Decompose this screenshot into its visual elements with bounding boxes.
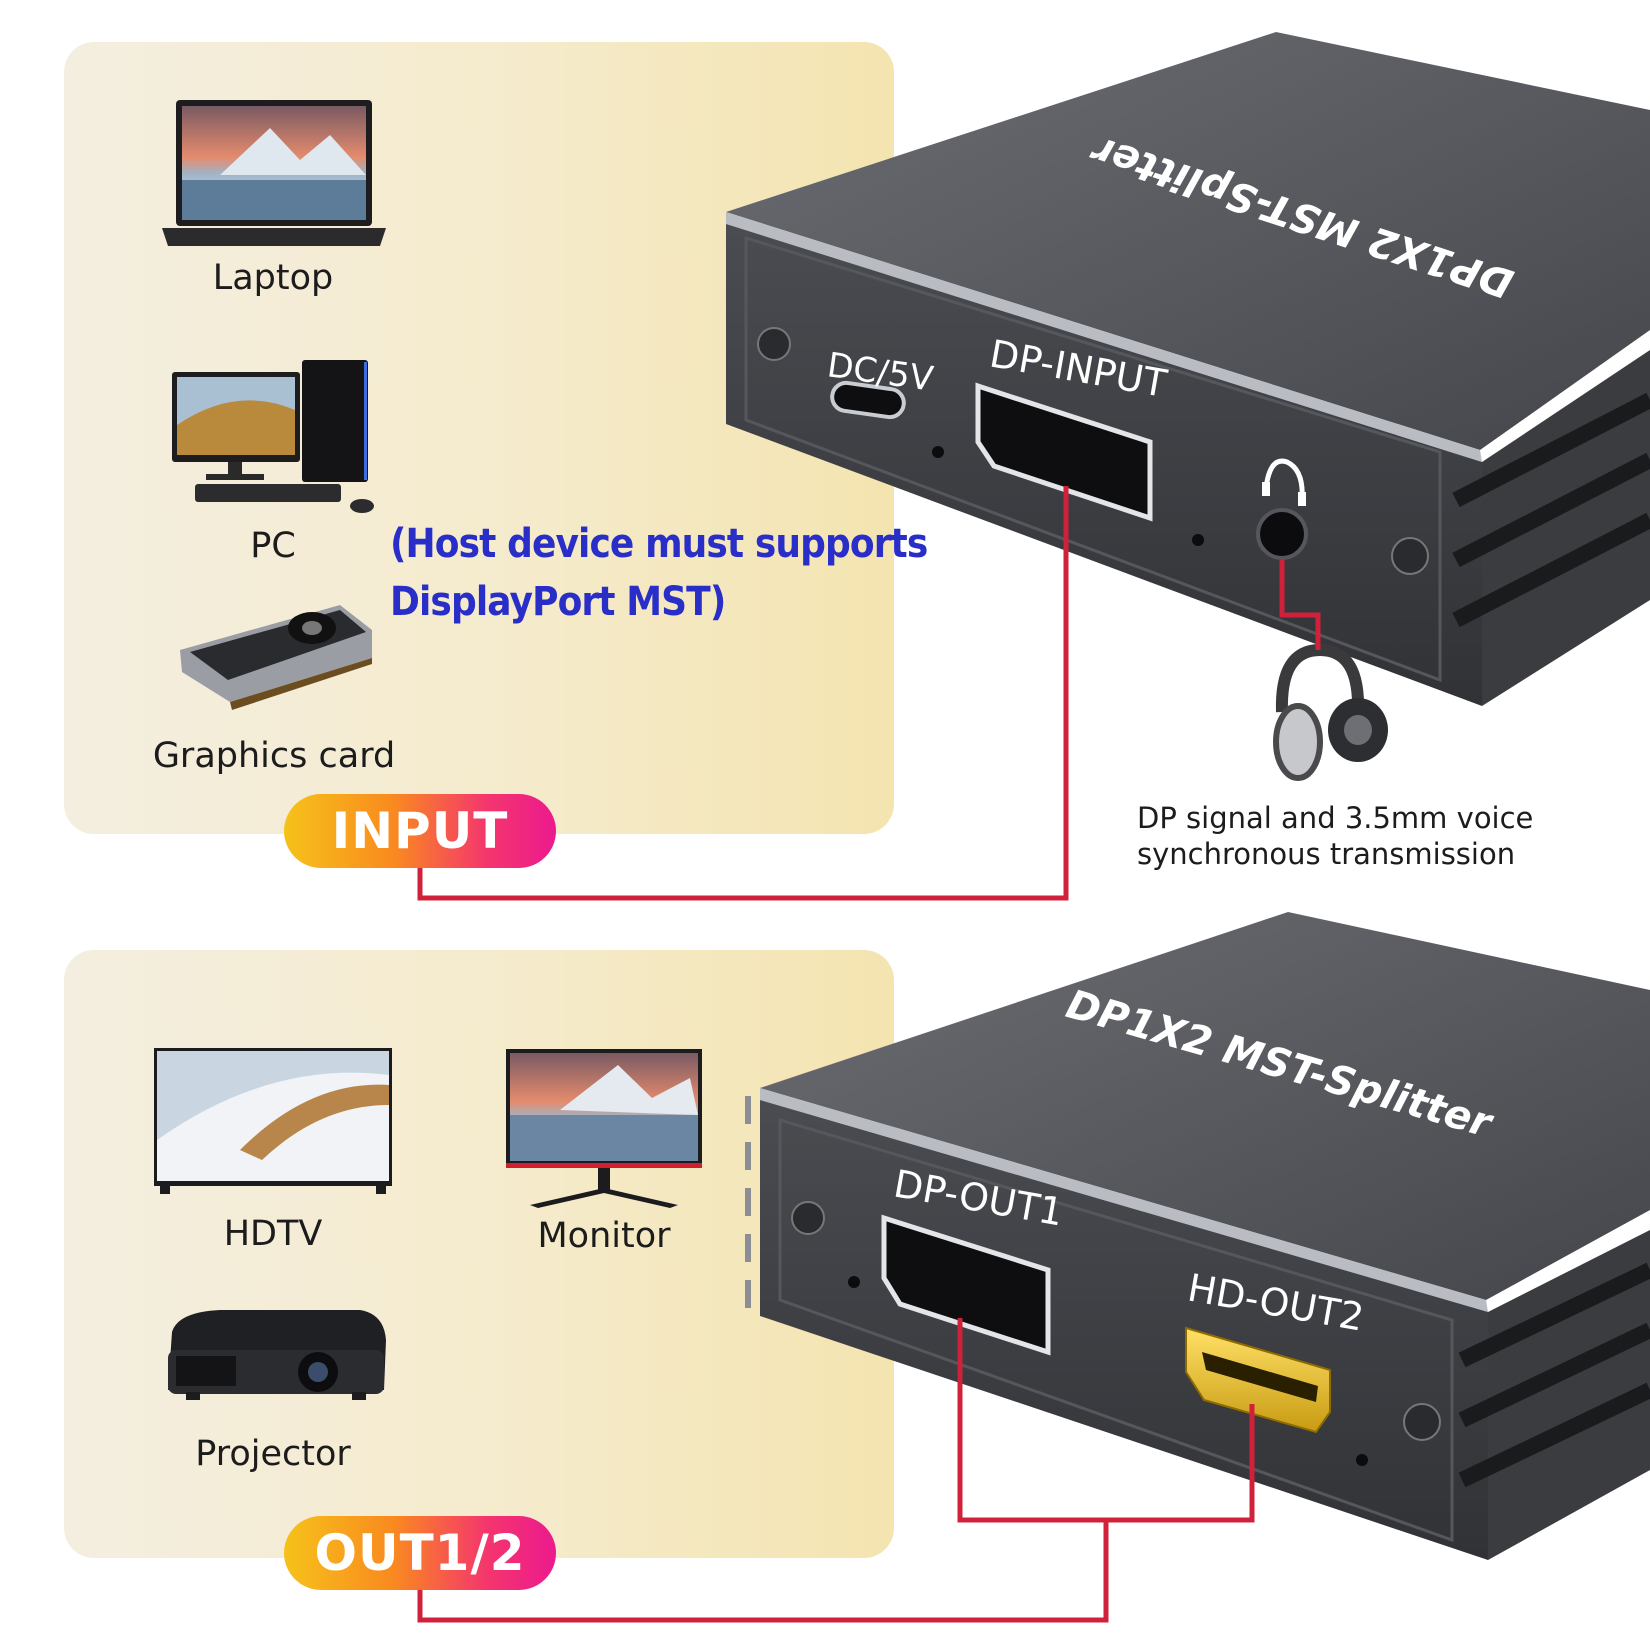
audio-caption: DP signal and 3.5mm voice synchronous tr… <box>1137 800 1533 872</box>
graphics-card-icon <box>180 605 372 710</box>
laptop-icon <box>162 100 386 246</box>
input-badge: INPUT <box>284 794 556 868</box>
device-label-graphics-card: Graphics card <box>152 736 396 776</box>
output-badge: OUT1/2 <box>284 1516 556 1590</box>
hdtv-icon <box>154 1048 392 1194</box>
note-line-2: DisplayPort MST) <box>390 579 726 625</box>
device-label-pc: PC <box>250 526 296 566</box>
audio-caption-line-1: DP signal and 3.5mm voice <box>1137 801 1534 835</box>
connector-lines <box>417 486 1321 1623</box>
device-label-projector: Projector <box>195 1434 351 1474</box>
mst-requirement-note: (Host device must supports DisplayPort M… <box>390 515 928 631</box>
note-line-1: (Host device must supports <box>390 521 928 567</box>
device-label-laptop: Laptop <box>212 258 334 298</box>
headphone-icon <box>1273 643 1388 781</box>
device-label-hdtv: HDTV <box>223 1214 323 1254</box>
audio-caption-line-2: synchronous transmission <box>1137 837 1516 871</box>
desktop-pc-icon <box>172 360 374 513</box>
splitter-bottom-device <box>745 912 1650 1560</box>
device-label-monitor: Monitor <box>537 1216 671 1256</box>
monitor-icon <box>506 1049 702 1208</box>
projector-icon <box>168 1310 386 1400</box>
splitter-top-device <box>726 32 1650 706</box>
